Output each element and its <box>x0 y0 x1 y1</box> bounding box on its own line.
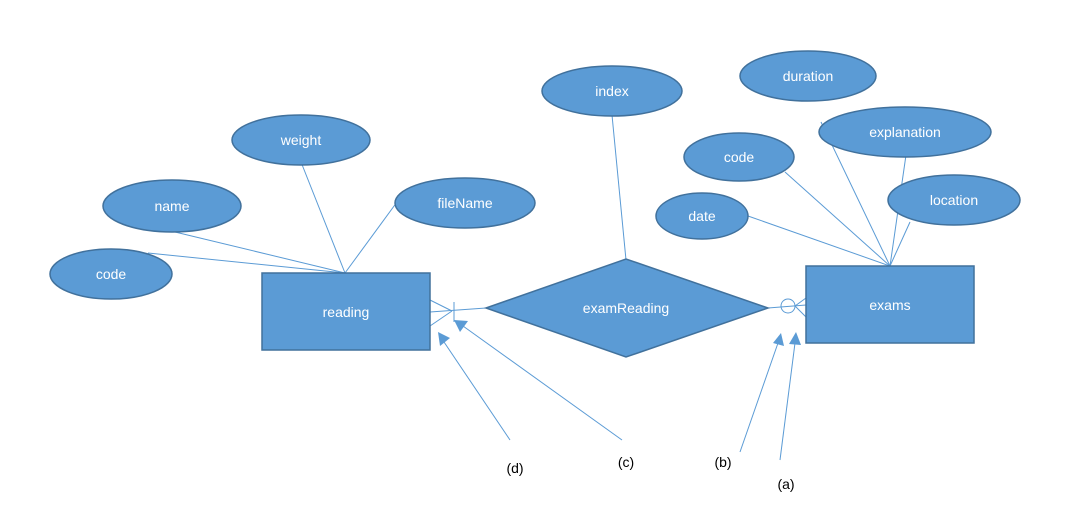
entity-reading-label: reading <box>323 304 370 320</box>
attribute-exams-date-ellipse <box>655 192 749 240</box>
connector-reading-name <box>174 231 346 274</box>
marker-arrow-b-head <box>773 333 784 346</box>
attribute-reading-name-ellipse <box>102 179 242 233</box>
crows-foot-lower-prong <box>429 310 453 327</box>
attribute-exams-date-label: date <box>688 208 715 224</box>
link-reading-to-relationship <box>429 307 487 313</box>
marker-arrow-a-line <box>779 342 796 461</box>
marker-arrow-d-head <box>438 332 450 346</box>
crows-foot-exams-upper-prong <box>794 297 807 307</box>
link-relationship-to-exams <box>767 304 807 309</box>
crows-foot-exams-lower-prong <box>794 305 807 318</box>
marker-arrow-c-line <box>462 325 623 441</box>
marker-label-a: (a) <box>777 476 794 492</box>
marker-label-b: (b) <box>714 454 731 470</box>
marker-label-c: (c) <box>618 454 634 470</box>
attribute-exams-location-ellipse <box>887 174 1021 226</box>
entity-exams-label: exams <box>869 297 910 313</box>
connector-reading-filename <box>344 201 398 274</box>
attribute-reading-filename-label: fileName <box>437 195 492 211</box>
connector-relationship-index <box>611 114 627 261</box>
relationship-label: examReading <box>583 300 669 316</box>
attribute-reading-weight-ellipse <box>231 114 371 166</box>
zero-circle-mark <box>780 298 796 314</box>
connector-reading-code <box>147 252 346 274</box>
attribute-exams-duration-ellipse <box>739 50 877 102</box>
connector-reading-weight <box>300 161 346 274</box>
attribute-reading-name-label: name <box>154 198 189 214</box>
attribute-reading-code-label: code <box>96 266 127 282</box>
marker-arrow-b-line <box>739 342 779 453</box>
attribute-relationship-index-ellipse <box>541 65 683 117</box>
connector-exams-date <box>747 215 891 267</box>
connector-exams-location <box>889 221 911 267</box>
attribute-exams-duration-label: duration <box>783 68 834 84</box>
attribute-exams-code-ellipse <box>683 132 795 182</box>
marker-label-d: (d) <box>506 460 523 476</box>
marker-arrow-c-head <box>454 320 468 332</box>
attribute-exams-location-label: location <box>930 192 978 208</box>
marker-arrow-d-line <box>443 341 511 441</box>
marker-arrow-a-head <box>789 332 801 345</box>
entity-reading-box <box>261 272 431 351</box>
relationship-diamond <box>483 258 771 358</box>
attribute-reading-weight-label: weight <box>280 132 322 148</box>
attribute-exams-explanation-label: explanation <box>869 124 941 140</box>
attribute-exams-explanation-ellipse <box>818 106 992 158</box>
attribute-reading-filename-ellipse <box>394 177 536 229</box>
attribute-exams-code-label: code <box>724 149 755 165</box>
entity-exams-box <box>805 265 975 344</box>
attribute-reading-code-ellipse <box>49 248 173 300</box>
attribute-relationship-index-label: index <box>595 83 628 99</box>
connector-exams-code <box>784 171 891 267</box>
crows-foot-upper-prong <box>429 299 453 312</box>
